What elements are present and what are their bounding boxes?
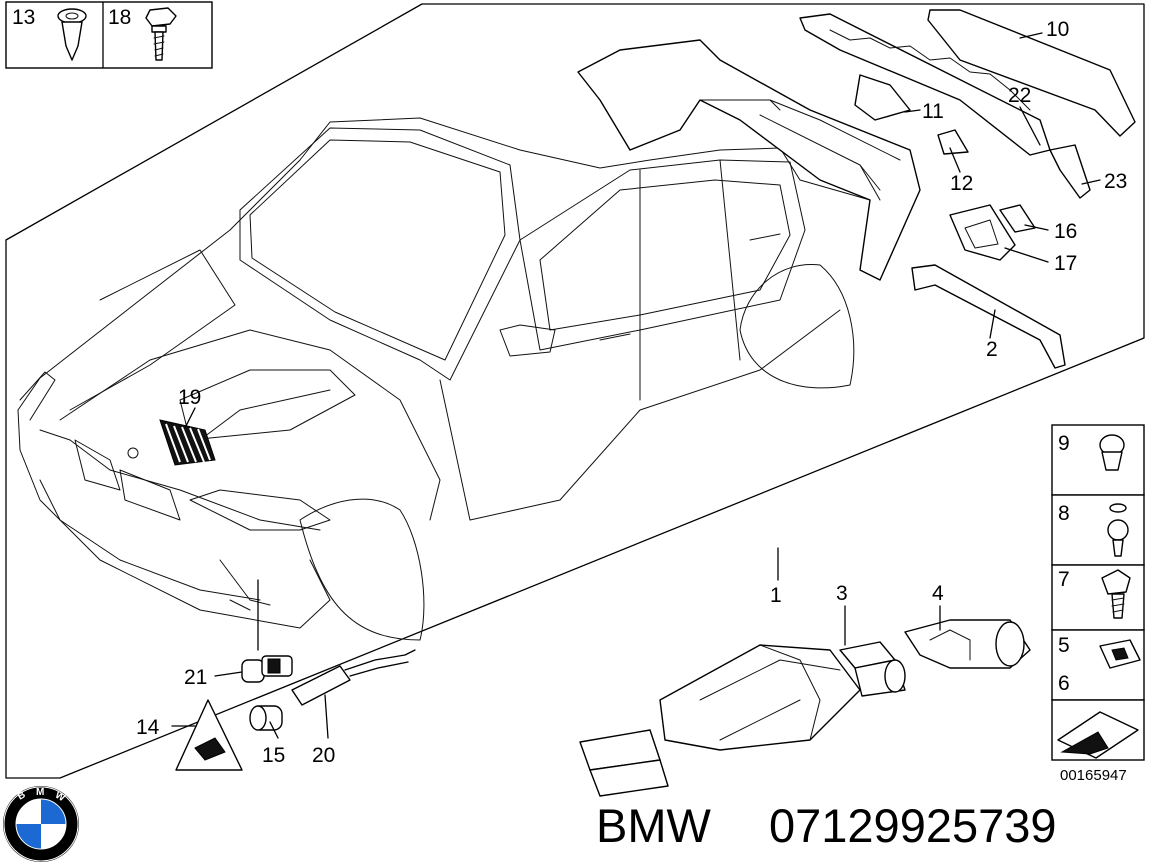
part-9-clip-icon — [1099, 434, 1125, 471]
callout-18: 18 — [108, 6, 131, 29]
callout-9: 9 — [1058, 432, 1070, 455]
callout-7: 7 — [1058, 568, 1070, 591]
part-17-cover — [949, 204, 1016, 261]
fastener-column — [1051, 424, 1145, 761]
part-15-mounting-ring — [249, 705, 283, 731]
part-5-6-nut-icon — [1099, 639, 1141, 669]
part-20-wiring-harness — [291, 649, 416, 706]
callout-21: 21 — [184, 666, 207, 689]
panel-outline — [5, 3, 1145, 779]
bmw-logo-icon: B M W — [3, 786, 79, 862]
vehicle-drawing — [17, 117, 871, 641]
part-2-bumper-carrier — [911, 264, 1066, 369]
callout-5: 5 — [1058, 634, 1070, 657]
inset-box-clips — [5, 1, 213, 69]
part-22-impact-absorber — [799, 13, 1051, 156]
part-number: 07129925739 — [769, 799, 1057, 852]
part-16-cover — [999, 204, 1036, 233]
rear-bumper — [577, 39, 921, 281]
expansion-rivet-icon — [57, 8, 87, 61]
leader-lines — [171, 32, 1101, 739]
part-23-bracket — [1049, 144, 1091, 199]
part-10-bumper-cover-strip — [927, 9, 1136, 137]
part-19-kidney-grille — [159, 419, 216, 466]
part-4-tailpipe-trim — [904, 619, 1031, 669]
callout-3: 3 — [836, 582, 848, 605]
svg-text:B: B — [16, 789, 28, 802]
part-12-cover — [937, 129, 969, 155]
callout-2: 2 — [986, 338, 998, 361]
callout-4: 4 — [932, 582, 944, 605]
callout-13: 13 — [12, 6, 35, 29]
part-21-pdc-sensor — [241, 655, 293, 683]
callout-23: 23 — [1104, 170, 1127, 193]
brand-name: BMW — [596, 799, 712, 852]
callout-10: 10 — [1046, 18, 1069, 41]
callout-labels: 13 18 10 22 11 12 23 16 17 2 19 9 8 7 5 … — [12, 6, 1127, 767]
callout-1: 1 — [770, 584, 782, 607]
part-11-holder — [854, 74, 911, 121]
part-8-screw-icon — [1107, 503, 1129, 557]
callout-17: 17 — [1054, 252, 1077, 275]
svg-text:M: M — [36, 787, 44, 798]
part-7-bolt-icon — [1101, 569, 1131, 619]
part-3-tailpipe — [839, 641, 906, 697]
callout-19: 19 — [178, 386, 201, 409]
callout-16: 16 — [1054, 220, 1077, 243]
callout-12: 12 — [950, 172, 973, 195]
screw-icon — [145, 7, 177, 61]
part-14-warning-label — [175, 699, 243, 771]
callout-22: 22 — [1008, 84, 1031, 107]
callout-15: 15 — [262, 744, 285, 767]
callout-6: 6 — [1058, 672, 1070, 695]
arrow-icon — [1057, 711, 1139, 759]
diagram-reference-number: 00165947 — [1060, 767, 1127, 784]
callout-11: 11 — [922, 100, 944, 123]
callout-8: 8 — [1058, 502, 1070, 525]
callout-14: 14 — [136, 716, 160, 739]
callout-20: 20 — [312, 744, 335, 767]
exhaust-silencer — [579, 644, 861, 797]
